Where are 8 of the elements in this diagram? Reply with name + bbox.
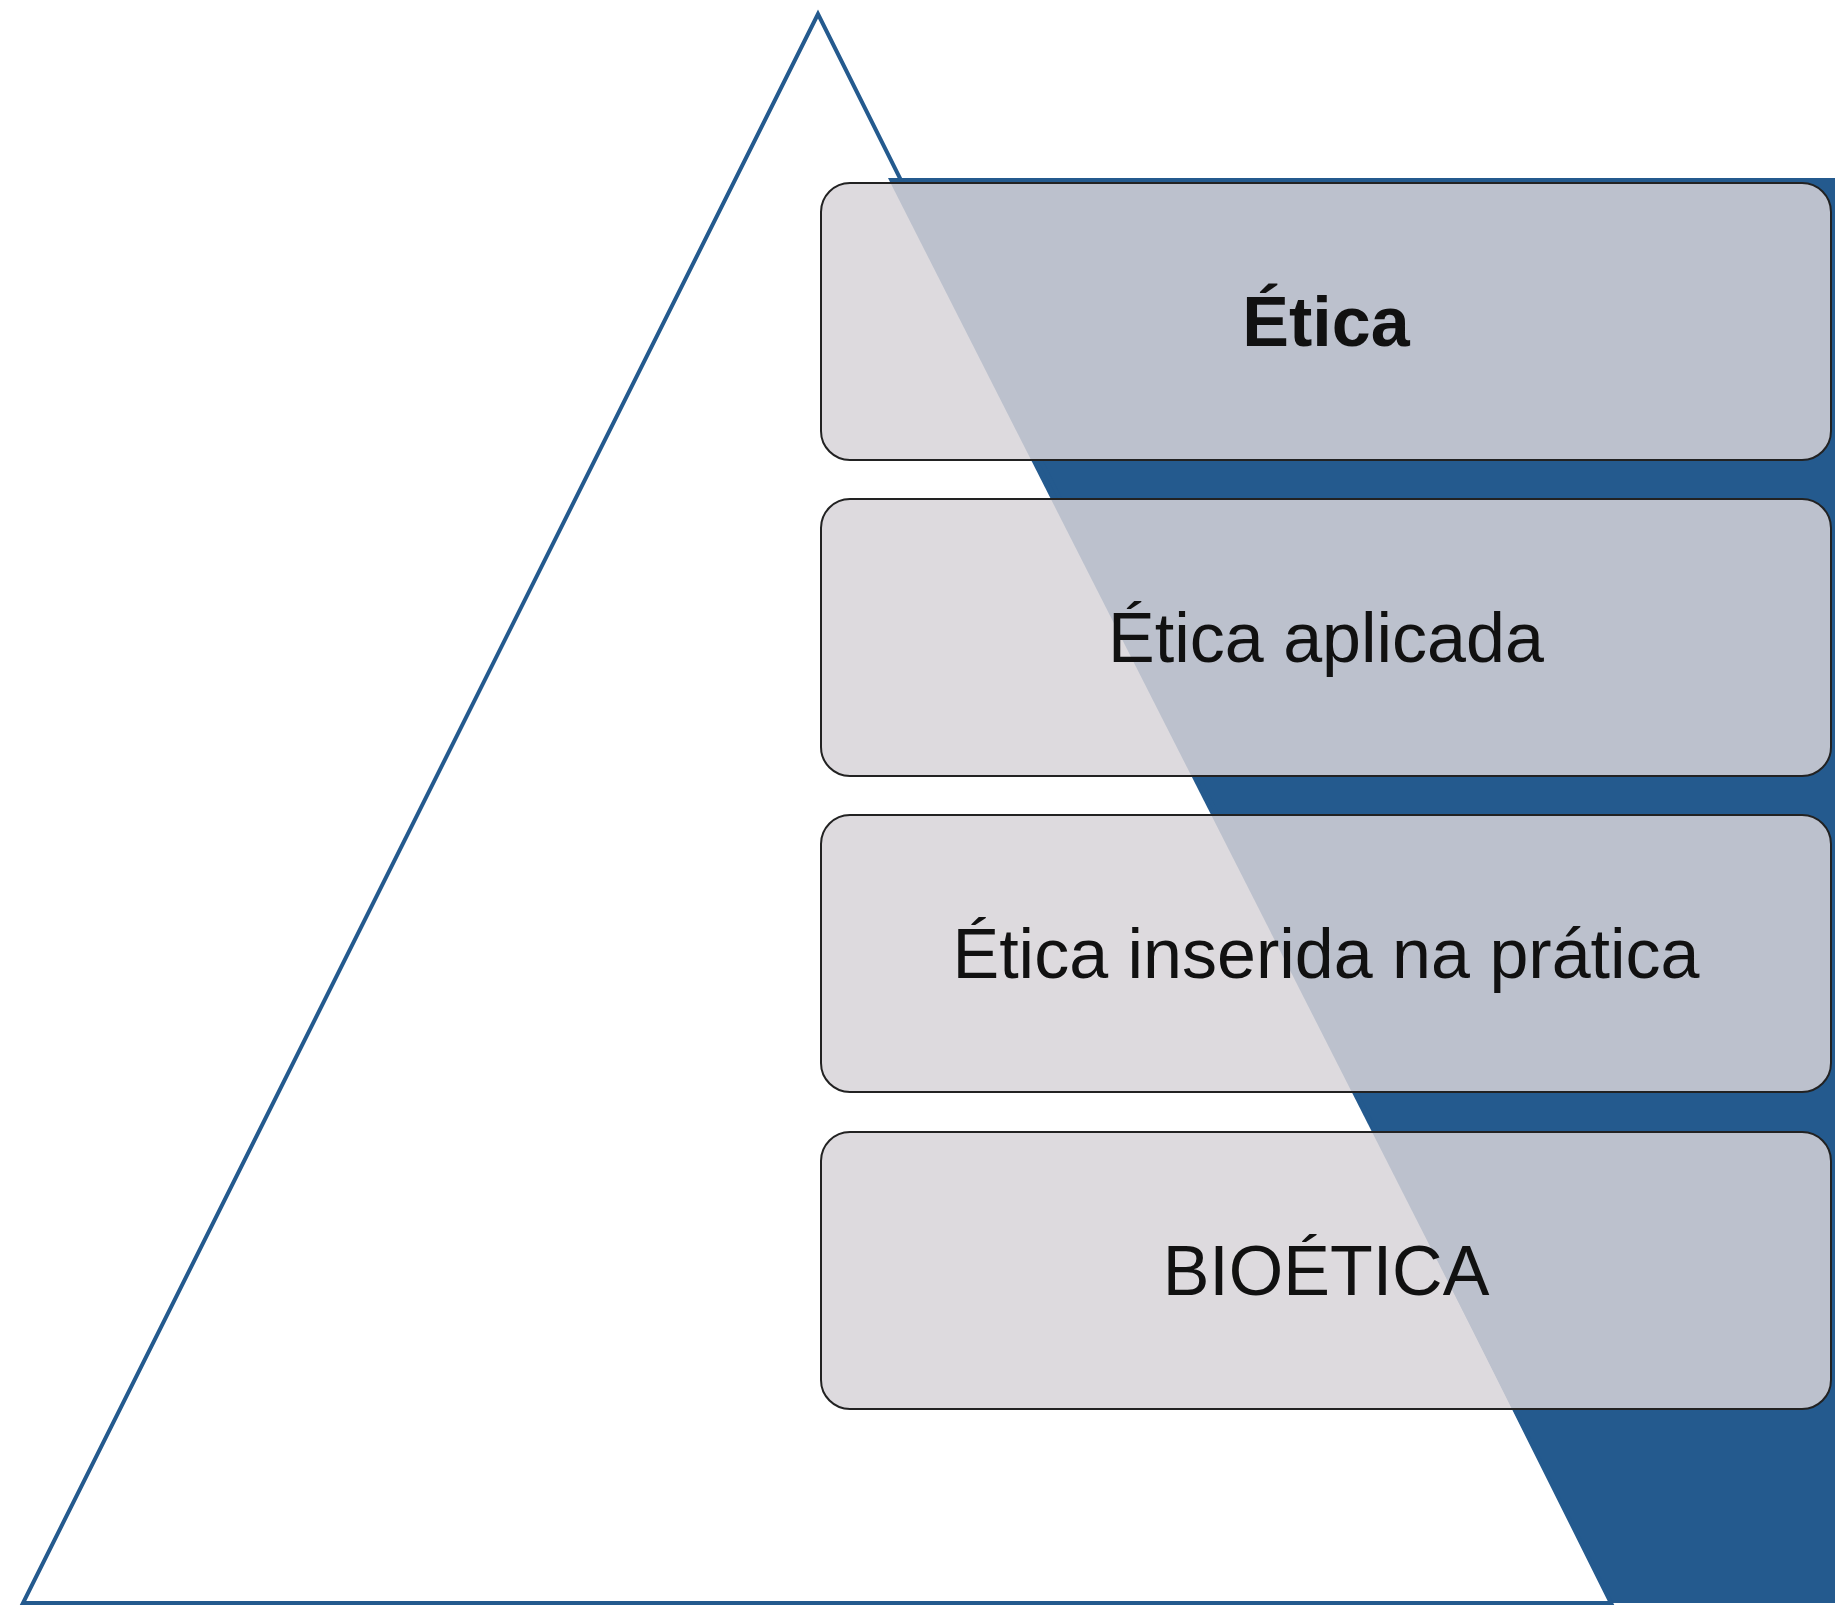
level-label: Ética (1242, 281, 1410, 362)
level-box (820, 814, 1832, 1093)
level-box (820, 498, 1832, 777)
level-label: BIOÉTICA (1162, 1230, 1490, 1311)
level-label: Ética inserida na prática (952, 913, 1700, 994)
level-box (820, 1131, 1832, 1410)
level-label: Ética aplicada (1108, 597, 1544, 678)
level-box (820, 182, 1832, 461)
